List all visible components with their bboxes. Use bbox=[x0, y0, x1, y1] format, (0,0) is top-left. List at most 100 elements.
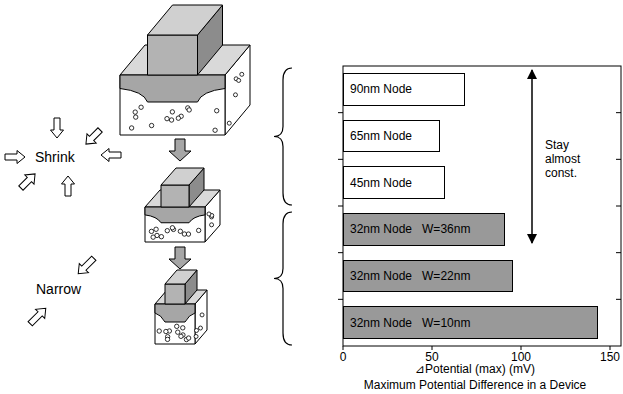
source-drain-region bbox=[155, 304, 195, 322]
dopant-dot bbox=[179, 334, 183, 338]
dopant-dot bbox=[154, 227, 158, 231]
dopant-dot bbox=[187, 108, 191, 112]
width-label: W=10nm bbox=[422, 316, 470, 330]
axis-tick bbox=[338, 206, 343, 207]
dopant-dot bbox=[139, 105, 143, 109]
gate-front bbox=[161, 185, 189, 207]
bar: 45nm Node bbox=[343, 166, 445, 199]
group-brace bbox=[274, 68, 292, 205]
dopant-dot bbox=[175, 324, 179, 328]
flow-arrow bbox=[169, 139, 191, 161]
axis-tick bbox=[610, 346, 611, 350]
gate-top bbox=[161, 168, 204, 185]
dopant-dot bbox=[176, 116, 180, 120]
dopant-dot bbox=[215, 109, 219, 113]
annotation-text: Stay almost const. bbox=[545, 138, 605, 180]
dopant-dot bbox=[207, 212, 211, 216]
shrink-arrow bbox=[16, 169, 39, 192]
gate-top bbox=[165, 270, 197, 284]
axis-tick bbox=[338, 299, 343, 300]
transistor-block bbox=[120, 5, 250, 135]
tick-label: 100 bbox=[511, 350, 531, 364]
dopant-dot bbox=[169, 118, 173, 122]
source-drain-region bbox=[120, 75, 225, 102]
plot-frame bbox=[343, 66, 621, 346]
bar: 32nm Node W=36nm bbox=[343, 213, 505, 246]
axis-caption: Maximum Potential Difference in a Device bbox=[330, 378, 620, 392]
width-label: W=22nm bbox=[422, 269, 470, 283]
dopant-dot bbox=[165, 228, 169, 232]
dopant-dot bbox=[233, 93, 237, 97]
dopant-dot bbox=[157, 329, 161, 333]
substrate-front bbox=[145, 207, 205, 242]
axis-tick bbox=[338, 159, 343, 160]
axis-tick bbox=[616, 112, 621, 113]
transistor-block bbox=[155, 270, 207, 344]
tick-label: 50 bbox=[425, 350, 438, 364]
tick-label: 0 bbox=[340, 350, 347, 364]
category-label: 90nm Node bbox=[350, 82, 412, 96]
gate-front bbox=[148, 35, 198, 75]
axis-tick bbox=[338, 112, 343, 113]
dopant-dot bbox=[181, 326, 185, 330]
dopant-dot bbox=[170, 226, 174, 230]
substrate-front bbox=[155, 304, 195, 344]
dopant-dot bbox=[198, 326, 202, 330]
dopant-dot bbox=[182, 232, 186, 236]
width-label: W=36nm bbox=[422, 222, 470, 236]
flow-arrow bbox=[169, 247, 191, 269]
bar: 32nm Node W=22nm bbox=[343, 260, 513, 293]
shrink-arrow bbox=[81, 125, 104, 148]
axis-title: ⊿Potential (max) (mV) bbox=[330, 362, 620, 376]
dopant-dot bbox=[151, 235, 155, 239]
shrink-arrow bbox=[51, 118, 64, 138]
dopant-dot bbox=[227, 121, 231, 125]
narrow-arrow bbox=[26, 304, 51, 329]
axis-tick bbox=[521, 346, 522, 350]
action-label: Shrink bbox=[35, 149, 75, 165]
dopant-dot bbox=[196, 228, 200, 232]
group-brace bbox=[274, 212, 292, 345]
dopant-dot bbox=[133, 110, 137, 114]
category-label: 45nm Node bbox=[350, 176, 412, 190]
category-label: 65nm Node bbox=[350, 129, 412, 143]
gate-front bbox=[165, 284, 185, 304]
source-drain-region bbox=[145, 207, 205, 223]
dopant-dot bbox=[210, 223, 214, 227]
shrink-arrow bbox=[62, 176, 75, 196]
substrate-front bbox=[120, 75, 225, 135]
bar: 90nm Node bbox=[343, 73, 465, 106]
tick-label: 150 bbox=[600, 350, 620, 364]
category-label: 32nm Node bbox=[350, 316, 412, 330]
dopant-dot bbox=[237, 78, 241, 82]
dopant-dot bbox=[170, 110, 174, 114]
axis-tick bbox=[338, 252, 343, 253]
dopant-dot bbox=[149, 229, 153, 233]
gate-top bbox=[148, 5, 223, 35]
axis-tick bbox=[616, 206, 621, 207]
axis-tick bbox=[432, 346, 433, 350]
dopant-dot bbox=[134, 115, 138, 119]
category-label: 32nm Node bbox=[350, 222, 412, 236]
dopant-dot bbox=[200, 313, 204, 317]
dopant-dot bbox=[178, 229, 182, 233]
dopant-dot bbox=[195, 328, 199, 332]
dopant-dot bbox=[165, 337, 169, 341]
axis-tick bbox=[343, 346, 344, 350]
dopant-dot bbox=[165, 116, 169, 120]
transistor-block bbox=[145, 168, 220, 242]
axis-tick bbox=[616, 159, 621, 160]
action-label: Narrow bbox=[36, 281, 81, 297]
bar: 32nm Node W=10nm bbox=[343, 306, 598, 339]
dopant-dot bbox=[240, 72, 244, 76]
dopant-dot bbox=[129, 126, 133, 130]
shrink-arrow bbox=[5, 151, 25, 164]
axis-tick bbox=[616, 299, 621, 300]
dopant-dot bbox=[213, 128, 217, 132]
dopant-dot bbox=[159, 234, 163, 238]
category-label: 32nm Node bbox=[350, 269, 412, 283]
axis-tick bbox=[616, 252, 621, 253]
range-arrow bbox=[531, 70, 533, 243]
dopant-dot bbox=[194, 334, 198, 338]
